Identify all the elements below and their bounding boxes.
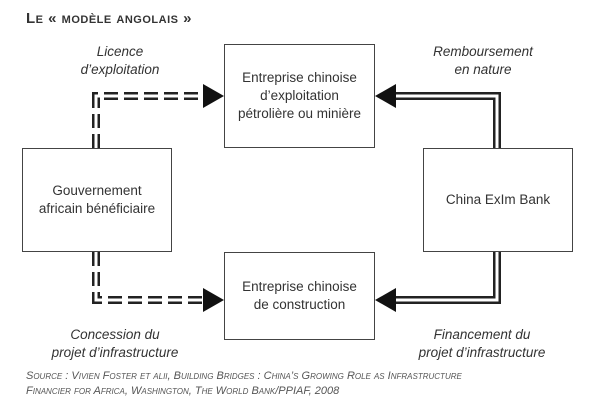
box-china-exim-bank-text: China ExIm Bank <box>445 192 551 207</box>
arrow-remboursement <box>375 84 501 148</box>
source-line-2: Financier for Africa, Washington, The Wo… <box>26 385 340 397</box>
box-entreprise-construction-text: Entreprise chinoise de construction <box>242 279 357 312</box>
arrow-licence <box>92 84 224 148</box>
source-note: Source : Vivien Foster et alii, Building… <box>26 369 586 399</box>
arrow-concession <box>92 252 224 312</box>
diagram-title: Le « modèle angolais » <box>26 10 192 27</box>
box-entreprise-exploitation-text: Entreprise chinoise d’exploitation pétro… <box>237 70 362 121</box>
label-financement: Financement du projet d’infrastructure <box>418 327 546 360</box>
box-china-exim-bank: China ExIm Bank <box>423 148 573 252</box>
box-gouvernement-text: Gouvernement africain bénéficiaire <box>38 183 156 216</box>
box-entreprise-exploitation: Entreprise chinoise d’exploitation pétro… <box>224 44 375 148</box>
box-gouvernement: Gouvernement africain bénéficiaire <box>22 148 172 252</box>
box-entreprise-construction: Entreprise chinoise de construction <box>224 252 375 340</box>
label-licence: Licence d’exploitation <box>80 44 160 77</box>
arrow-financement <box>375 252 501 312</box>
source-line-1: Source : Vivien Foster et alii, Building… <box>26 370 462 382</box>
label-remboursement: Remboursement en nature <box>433 44 533 77</box>
label-concession: Concession du projet d’infrastructure <box>51 327 179 360</box>
